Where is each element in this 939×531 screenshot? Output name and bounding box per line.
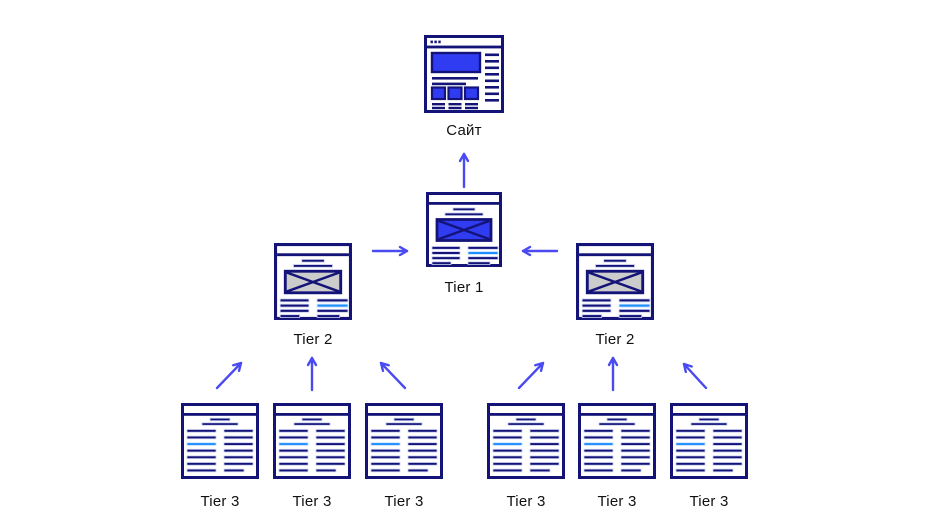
text-page-icon <box>273 403 351 479</box>
tier3-label-1: Tier 3 <box>200 493 240 510</box>
arrow-tier3-1-to-tier2-left <box>215 361 243 390</box>
tier2-left-label: Tier 2 <box>293 331 333 348</box>
tier3-label-5: Tier 3 <box>597 493 637 510</box>
tier3-label-6: Tier 3 <box>689 493 729 510</box>
tier3-label-4: Tier 3 <box>506 493 546 510</box>
text-page-icon <box>578 403 656 479</box>
arrow-tier3-3-to-tier2-left <box>379 361 407 390</box>
tier3-label-3: Tier 3 <box>384 493 424 510</box>
text-page-icon <box>181 403 259 479</box>
tier3-label-2: Tier 3 <box>292 493 332 510</box>
tier2-right-label: Tier 2 <box>595 331 635 348</box>
website-browser-icon <box>424 35 504 113</box>
site-label: Сайт <box>446 122 482 139</box>
text-page-icon <box>670 403 748 479</box>
text-page-icon <box>487 403 565 479</box>
article-page-gray-image-icon <box>576 243 654 320</box>
tier1-label: Tier 1 <box>444 279 484 296</box>
article-page-gray-image-icon <box>274 243 352 320</box>
arrow-tier3-6-to-tier2-right <box>682 362 708 390</box>
arrow-tier3-4-to-tier2-right <box>517 361 545 390</box>
text-page-icon <box>365 403 443 479</box>
article-page-blue-image-icon <box>426 192 502 267</box>
